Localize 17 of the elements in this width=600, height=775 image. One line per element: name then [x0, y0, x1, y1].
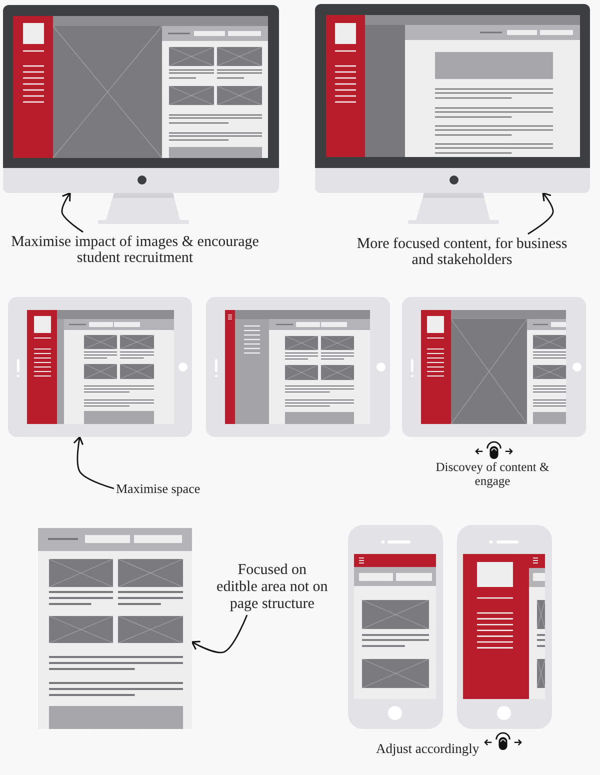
curved-arrow — [73, 436, 114, 490]
annotation-text: More focused content, for business and stakeholders — [351, 236, 573, 268]
phone-illustration — [457, 525, 552, 729]
desktop-monitor-illustration — [3, 5, 279, 193]
tablet-illustration — [206, 297, 390, 437]
phone-illustration — [348, 525, 443, 729]
annotation-text: Maximise impact of images & encourage student recruitment — [7, 234, 263, 266]
curved-arrow — [61, 192, 84, 233]
tablet-illustration — [402, 297, 586, 437]
desktop-monitor-illustration — [315, 4, 590, 193]
curved-arrow — [528, 192, 554, 235]
annotation-text: Focused on editble area not on page structure — [216, 562, 328, 613]
curved-arrow — [191, 614, 248, 654]
annotation-text: Adjust accordingly — [376, 741, 480, 756]
annotation-text: Discovey of content & engage — [434, 461, 550, 488]
tablet-illustration — [8, 297, 192, 437]
annotation-text: Maximise space — [116, 481, 200, 496]
